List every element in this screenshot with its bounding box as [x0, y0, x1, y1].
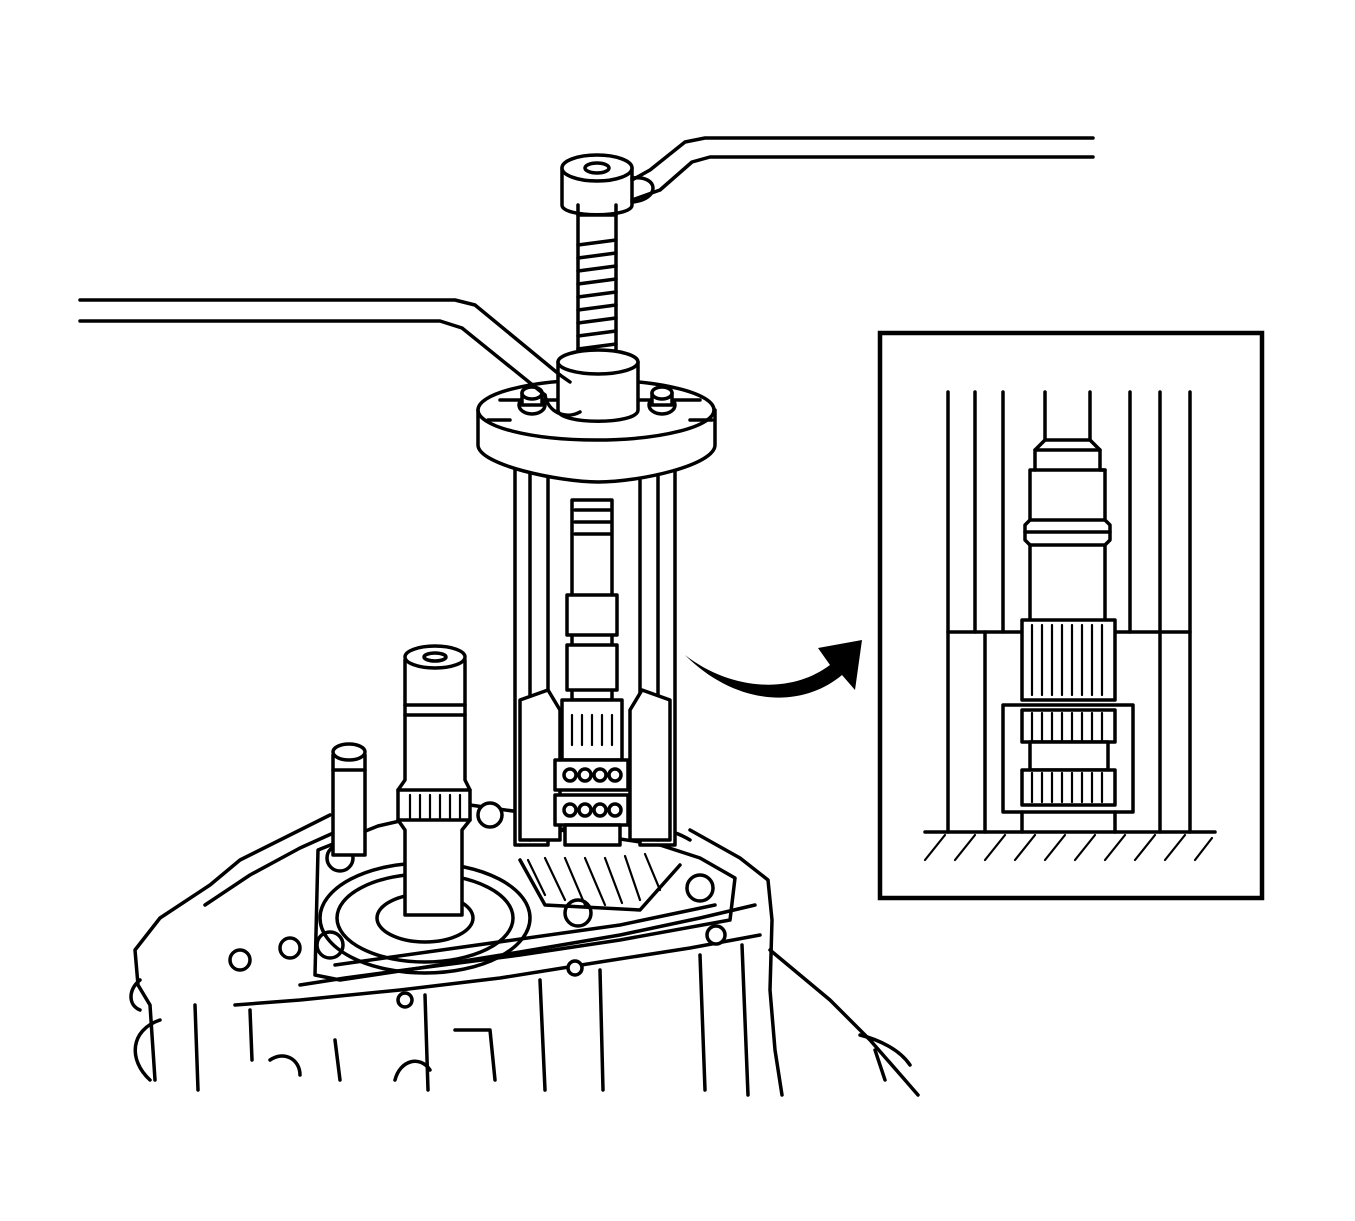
inset-bearing-teeth-lower — [1030, 771, 1104, 804]
inset-ground-hatching — [923, 833, 1214, 862]
main-shaft — [396, 644, 472, 917]
detail-inset — [877, 330, 1265, 901]
hex-nut — [556, 348, 640, 423]
screw-threads — [576, 238, 618, 351]
inset-bearing-teeth-upper — [1030, 711, 1104, 742]
wrench-lower — [78, 298, 582, 417]
main-shaft-splines — [408, 793, 462, 820]
plate-bolts — [517, 385, 677, 416]
forcing-screw — [560, 153, 634, 362]
callout-arrow — [685, 640, 862, 698]
wrench-upper — [630, 136, 1095, 204]
bearing-balls — [562, 767, 623, 818]
press-tool — [476, 378, 717, 847]
dowel-pin — [331, 742, 367, 857]
inset-splines — [1030, 623, 1104, 697]
